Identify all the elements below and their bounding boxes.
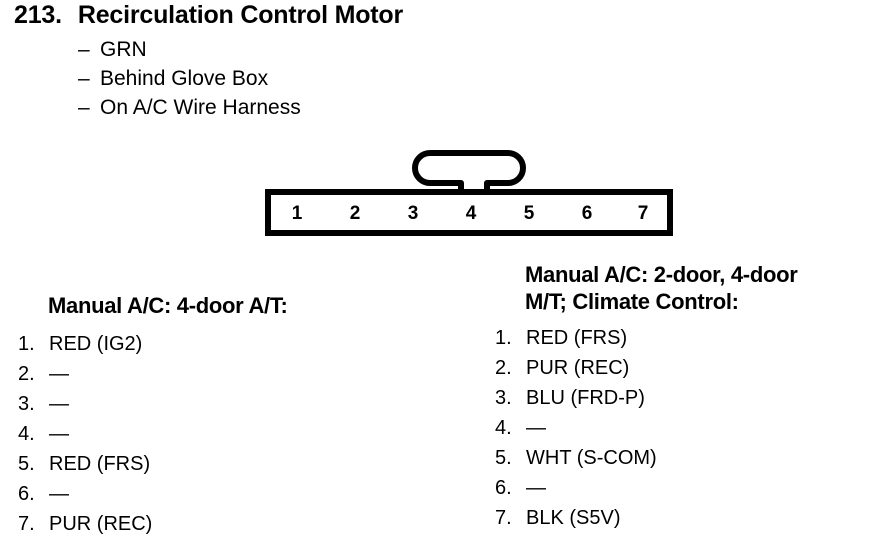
table-row: 6. — xyxy=(18,483,438,513)
pin-wire-label: BLU (FRD-P) xyxy=(526,387,645,409)
pin-index: 5. xyxy=(495,447,512,469)
pinout-column-left: Manual A/C: 4-door A/T: 1. RED (IG2) 2. … xyxy=(18,292,438,543)
table-row: 3. — xyxy=(18,393,438,423)
pin-number: 6 xyxy=(582,203,593,224)
table-row: 2. PUR (REC) xyxy=(495,357,895,387)
list-item: – Behind Glove Box xyxy=(78,67,301,96)
table-row: 1. RED (IG2) xyxy=(18,333,438,363)
table-row: 5. RED (FRS) xyxy=(18,453,438,483)
pin-index: 1. xyxy=(18,333,35,355)
table-row: 7. BLK (S5V) xyxy=(495,507,895,537)
pin-number: 5 xyxy=(524,203,535,224)
pin-wire-label: BLK (S5V) xyxy=(526,507,621,529)
pin-wire-label: — xyxy=(49,483,69,505)
pin-wire-label: PUR (REC) xyxy=(526,357,630,379)
note-text: GRN xyxy=(100,38,147,61)
pin-index: 3. xyxy=(495,387,512,409)
pin-number: 1 xyxy=(292,203,303,224)
pin-index: 4. xyxy=(18,423,35,445)
heading-line: M/T; Climate Control: xyxy=(525,289,739,314)
pin-index: 7. xyxy=(18,513,35,535)
pin-index: 3. xyxy=(18,393,35,415)
pin-wire-label: — xyxy=(526,477,546,499)
heading-line: Manual A/C: 2-door, 4-door xyxy=(525,262,798,287)
connector-latch-icon xyxy=(412,150,526,195)
item-number: 213. xyxy=(14,1,62,29)
table-row: 1. RED (FRS) xyxy=(495,327,895,357)
column-heading: Manual A/C: 2-door, 4-door M/T; Climate … xyxy=(525,261,895,315)
component-notes-list: – GRN – Behind Glove Box – On A/C Wire H… xyxy=(78,38,301,125)
item-title: Recirculation Control Motor xyxy=(77,1,404,29)
pin-wire-label: PUR (REC) xyxy=(49,513,153,535)
note-text: On A/C Wire Harness xyxy=(100,96,301,119)
list-item: – On A/C Wire Harness xyxy=(78,96,301,125)
pin-index: 2. xyxy=(495,357,512,379)
column-heading: Manual A/C: 4-door A/T: xyxy=(48,292,438,319)
table-row: 6. — xyxy=(495,477,895,507)
pin-number: 4 xyxy=(466,203,477,224)
pinout-column-right: Manual A/C: 2-door, 4-door M/T; Climate … xyxy=(495,261,895,537)
pin-wire-label: — xyxy=(526,417,546,439)
table-row: 2. — xyxy=(18,363,438,393)
pin-wire-label: WHT (S-COM) xyxy=(526,447,657,469)
pin-wire-label: — xyxy=(49,423,69,445)
pin-index: 7. xyxy=(495,507,512,529)
pin-index: 6. xyxy=(18,483,35,505)
pin-number: 2 xyxy=(350,203,361,224)
pin-index: 4. xyxy=(495,417,512,439)
pin-number: 7 xyxy=(638,203,649,224)
pin-wire-label: RED (FRS) xyxy=(49,453,151,475)
table-row: 3. BLU (FRD-P) xyxy=(495,387,895,417)
pin-wire-label: — xyxy=(49,393,69,415)
pin-index: 6. xyxy=(495,477,512,499)
connector-diagram: 1 2 3 4 5 6 7 xyxy=(265,150,673,236)
pin-wire-label: — xyxy=(49,363,69,385)
table-row: 4. — xyxy=(18,423,438,453)
table-row: 5. WHT (S-COM) xyxy=(495,447,895,477)
heading-line: Manual A/C: 4-door A/T: xyxy=(48,293,288,318)
pin-cells xyxy=(274,198,664,227)
pin-wire-label: RED (IG2) xyxy=(49,333,143,355)
list-item: – GRN xyxy=(78,38,301,67)
pin-index: 1. xyxy=(495,327,512,349)
table-row: 4. — xyxy=(495,417,895,447)
dash-icon: – xyxy=(78,38,90,61)
pin-index: 2. xyxy=(18,363,35,385)
page-title: 213. Recirculation Control Motor xyxy=(14,1,403,30)
note-text: Behind Glove Box xyxy=(100,67,269,90)
dash-icon: – xyxy=(78,67,90,90)
table-row: 7. PUR (REC) xyxy=(18,513,438,543)
pin-index: 5. xyxy=(18,453,35,475)
pin-wire-label: RED (FRS) xyxy=(526,327,628,349)
pin-number: 3 xyxy=(408,203,419,224)
dash-icon: – xyxy=(78,96,90,119)
